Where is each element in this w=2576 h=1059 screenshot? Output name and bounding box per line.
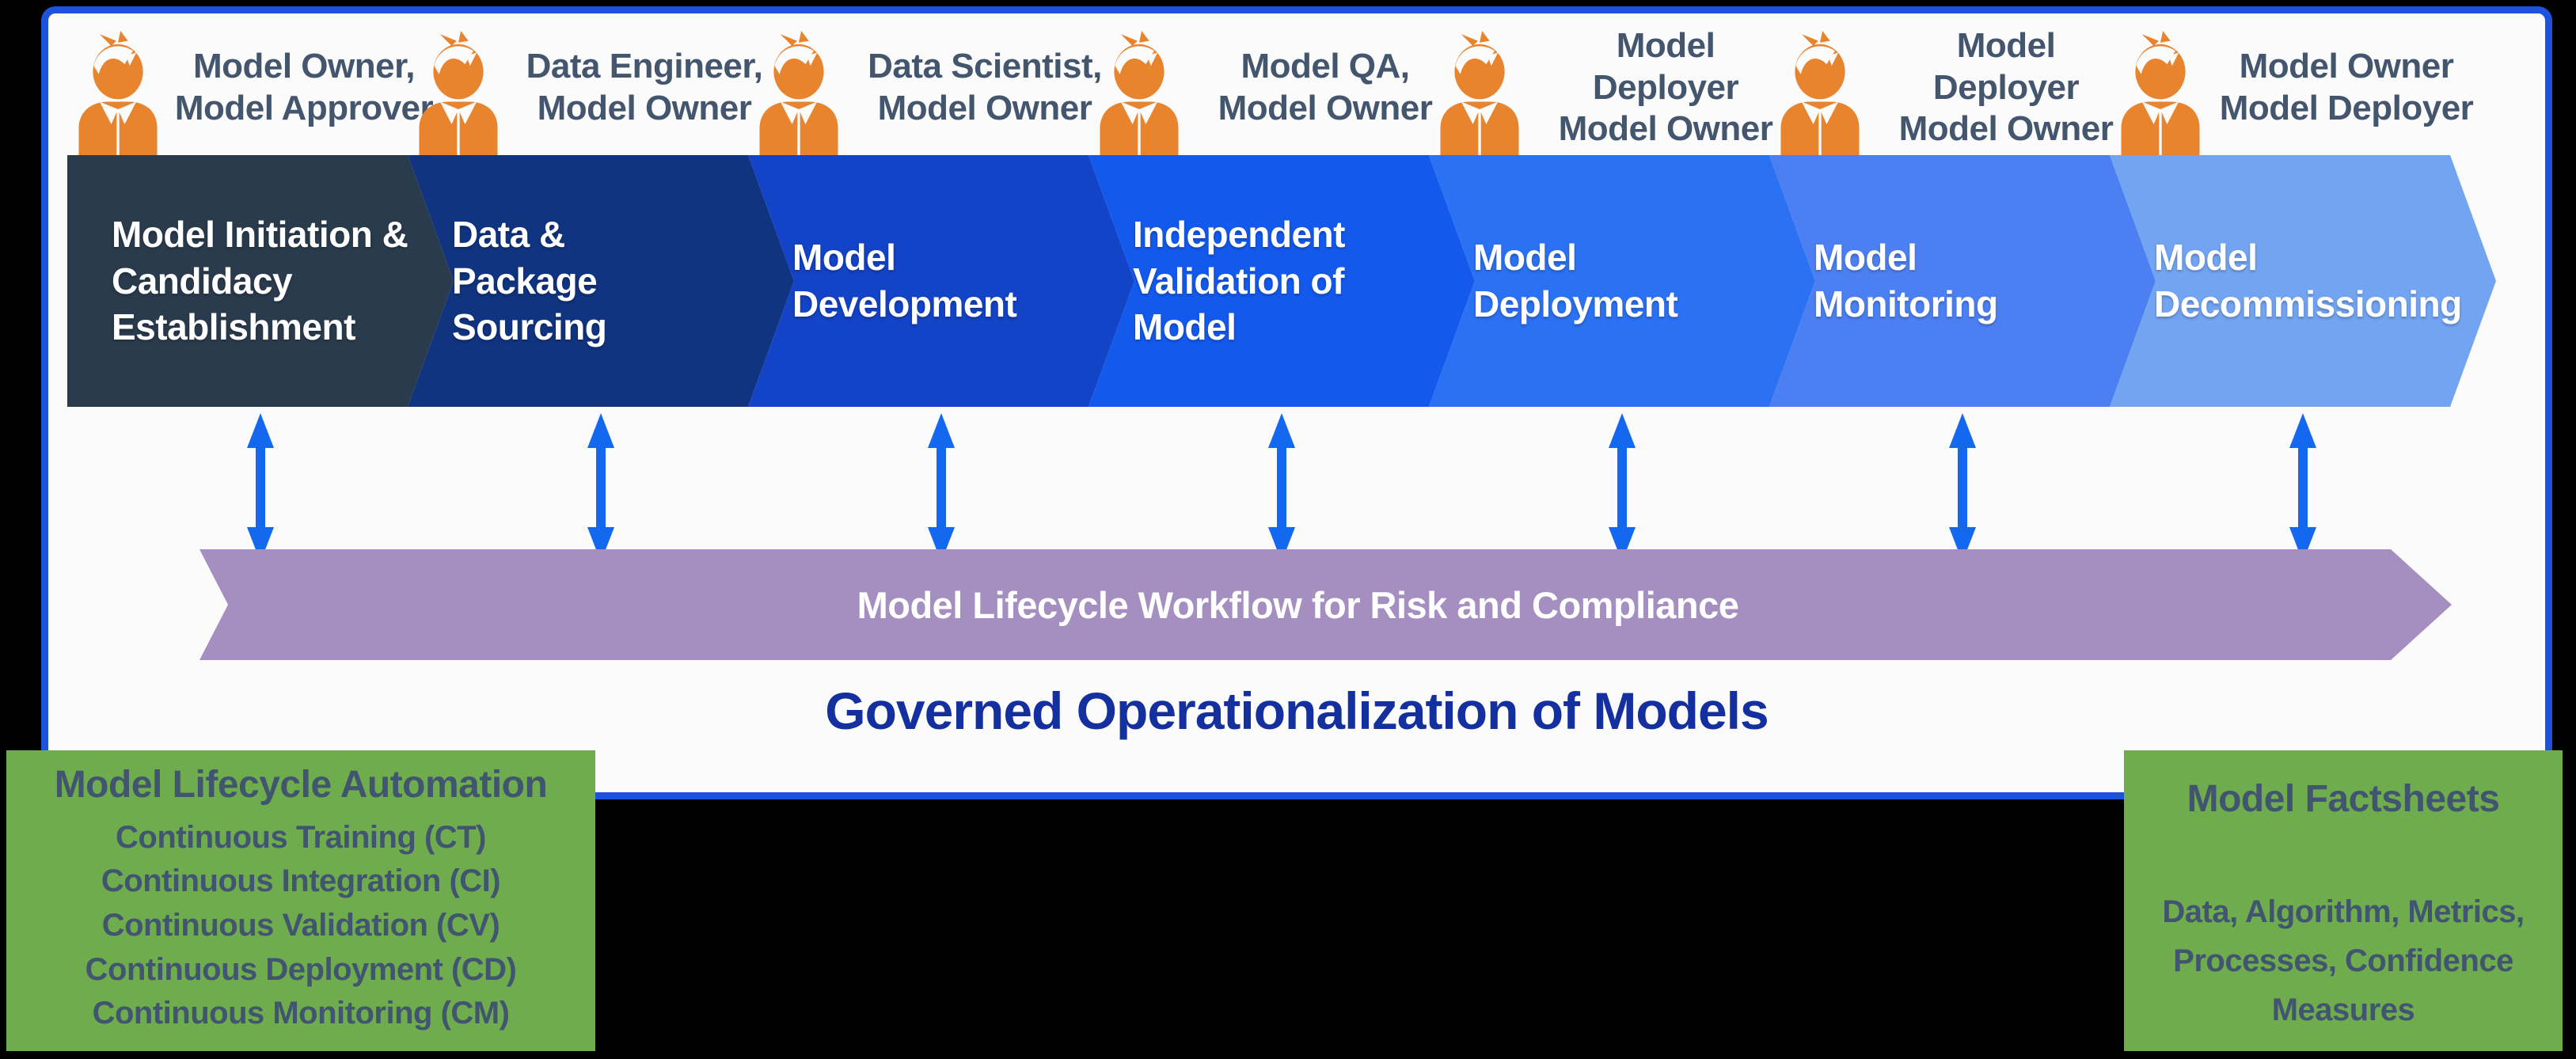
person-icon <box>1780 31 1860 156</box>
role-label: Model QA, Model Owner <box>1218 47 1433 127</box>
role-group-5: Model Deployer Model Owner <box>1429 16 1801 160</box>
role-group-7: Model Owner Model Deployer <box>2110 16 2482 160</box>
person-icon <box>1440 31 1519 156</box>
role-group-3: Data Scientist, Model Owner <box>748 16 1120 160</box>
automation-item: Continuous Validation (CV) <box>101 907 500 943</box>
automation-items: Continuous Training (CT) Continuous Inte… <box>14 811 587 1040</box>
automation-item: Continuous Deployment (CD) <box>85 951 517 987</box>
factsheets-body: Data, Algorithm, Metrics, Processes, Con… <box>2162 894 2525 1027</box>
stage-label: Model Monitoring <box>1814 237 1998 325</box>
person-icon <box>759 31 838 156</box>
role-group-4: Model QA, Model Owner <box>1089 16 1461 160</box>
workflow-banner-label: Model Lifecycle Workflow for Risk and Co… <box>857 583 1739 626</box>
double-arrow-icon <box>1609 413 1636 562</box>
stage-label: Independent Validation of Model <box>1133 213 1345 348</box>
role-label: Data Scientist, Model Owner <box>868 47 1102 127</box>
double-arrow-icon <box>1949 413 1976 562</box>
person-icon <box>1100 31 1179 156</box>
stage-label: Model Initiation & Candidacy Establishme… <box>112 213 408 348</box>
stage-model-development: Model Development <box>748 155 1134 407</box>
model-lifecycle-automation-box: Model Lifecycle Automation Continuous Tr… <box>6 750 595 1051</box>
stage-label: Model Decommissioning <box>2154 237 2462 325</box>
role-label: Model Deployer Model Owner <box>1898 25 2114 149</box>
double-arrow-icon <box>1268 413 1295 562</box>
role-label: Model Deployer Model Owner <box>1558 25 1773 149</box>
stage-model-decommissioning: Model Decommissioning <box>2110 155 2496 407</box>
automation-item: Continuous Training (CT) <box>116 819 486 855</box>
stage-label: Data & Package Sourcing <box>452 213 607 348</box>
role-group-2: Data Engineer, Model Owner <box>408 16 780 160</box>
stage-label: Model Deployment <box>1473 237 1678 325</box>
double-arrow-icon <box>587 413 614 562</box>
double-arrow-icon <box>247 413 274 562</box>
role-group-1: Model Owner, Model Approver <box>67 16 439 160</box>
automation-item: Continuous Monitoring (CM) <box>92 996 510 1031</box>
model-factsheets-box: Model Factsheets Data, Algorithm, Metric… <box>2124 750 2563 1051</box>
stage-model-deployment: Model Deployment <box>1429 155 1815 407</box>
role-group-6: Model Deployer Model Owner <box>1769 16 2141 160</box>
factsheets-heading: Model Factsheets <box>2187 778 2500 820</box>
workflow-banner: Model Lifecycle Workflow for Risk and Co… <box>199 549 2452 660</box>
stage-data-package-sourcing: Data & Package Sourcing <box>408 155 794 407</box>
page-title: Governed Operationalization of Models <box>825 681 1769 740</box>
role-label: Model Owner Model Deployer <box>2219 47 2474 127</box>
role-label: Model Owner, Model Approver <box>174 47 434 127</box>
double-arrow-icon <box>928 413 955 562</box>
double-arrow-icon <box>2289 413 2316 562</box>
person-icon <box>419 31 498 156</box>
role-label: Data Engineer, Model Owner <box>526 47 763 127</box>
automation-item: Continuous Integration (CI) <box>101 864 501 899</box>
automation-heading: Model Lifecycle Automation <box>54 764 548 806</box>
stage-label: Model Development <box>792 237 1017 325</box>
stage-model-initiation: Model Initiation & Candidacy Establishme… <box>67 155 454 407</box>
stage-independent-validation: Independent Validation of Model <box>1089 155 1475 407</box>
person-icon <box>78 31 158 156</box>
stage-model-monitoring: Model Monitoring <box>1769 155 2156 407</box>
person-icon <box>2121 31 2200 156</box>
